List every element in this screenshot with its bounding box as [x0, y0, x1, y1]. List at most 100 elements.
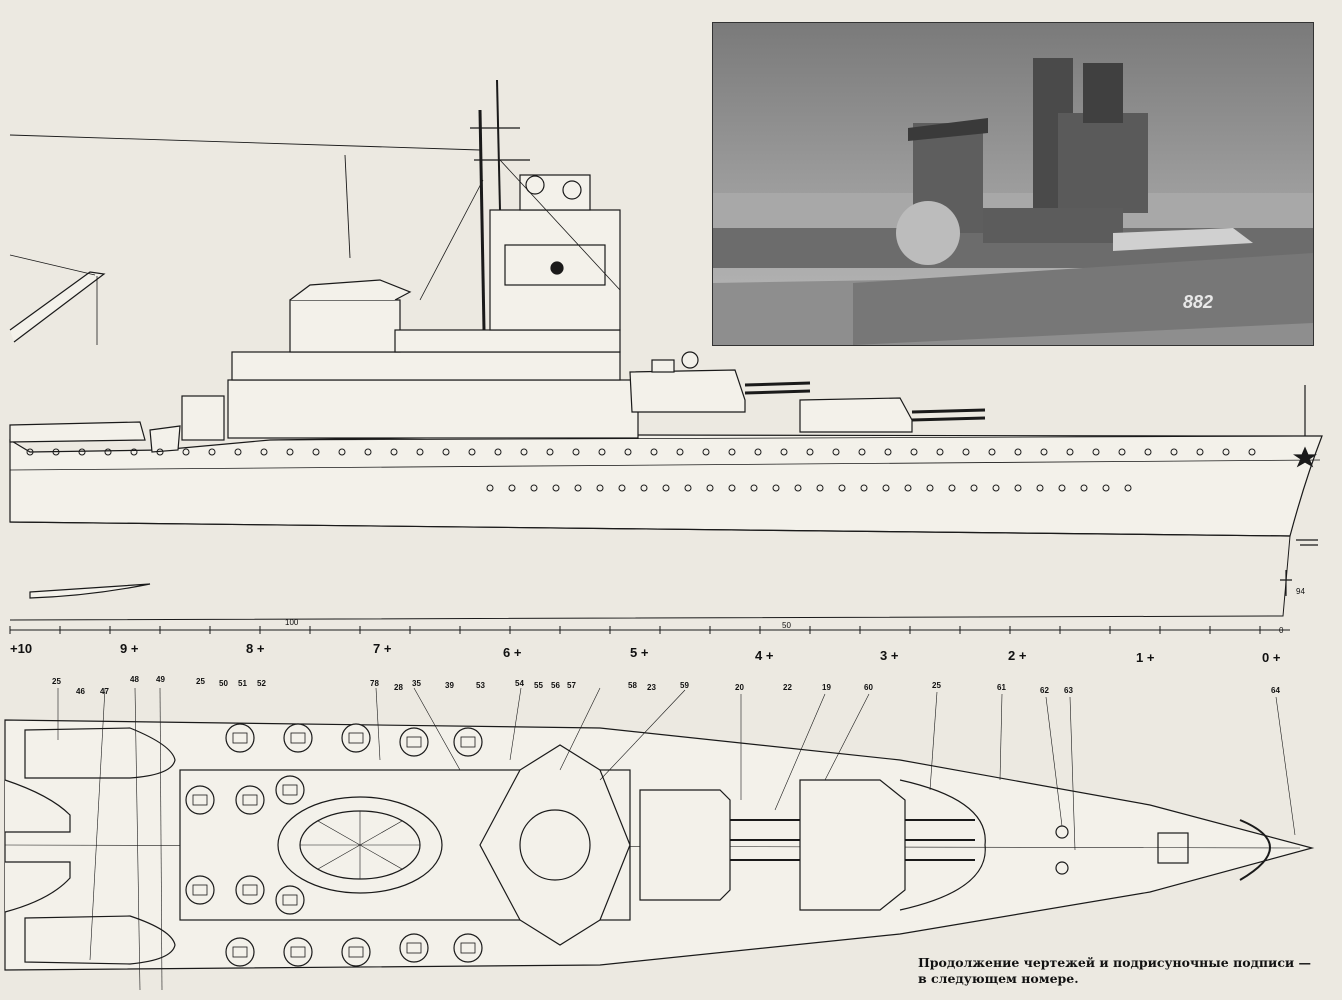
porthole	[728, 448, 736, 456]
aa-gun	[460, 942, 476, 954]
porthole	[530, 484, 538, 492]
callout-59: 59	[680, 681, 689, 690]
porthole	[1036, 484, 1044, 492]
aa-mount	[185, 785, 215, 815]
porthole	[574, 484, 582, 492]
porthole	[1248, 448, 1256, 456]
station-7: 7 +	[373, 641, 392, 656]
aa-gun	[242, 884, 258, 896]
station-2: 2 +	[1008, 648, 1027, 663]
porthole	[26, 448, 34, 456]
photo-hull-number: 882	[1183, 292, 1213, 312]
callout-19: 19	[822, 683, 831, 692]
porthole	[234, 448, 242, 456]
portholes	[26, 448, 1256, 492]
aa-mount	[399, 727, 429, 757]
caption-line-2: в следующем номере.	[918, 971, 1079, 986]
aa-mount	[225, 937, 255, 967]
porthole	[208, 448, 216, 456]
callout-25c: 25	[932, 681, 941, 690]
porthole	[702, 448, 710, 456]
porthole	[750, 484, 758, 492]
boat-port	[24, 727, 176, 779]
ship-photo: 882	[712, 22, 1314, 346]
bridge-plan	[479, 744, 631, 946]
porthole	[552, 484, 560, 492]
callout-49: 49	[156, 675, 165, 684]
aa-gun	[232, 732, 248, 744]
aa-mount	[185, 875, 215, 905]
porthole	[772, 484, 780, 492]
porthole	[572, 448, 580, 456]
aa-gun	[290, 732, 306, 744]
porthole	[130, 448, 138, 456]
station-1: 1 +	[1136, 650, 1155, 665]
porthole	[962, 448, 970, 456]
aa-mount	[275, 885, 305, 915]
callout-39: 39	[445, 681, 454, 690]
porthole	[992, 484, 1000, 492]
porthole	[1014, 448, 1022, 456]
turret-1-plan	[799, 779, 906, 911]
aa-gun	[232, 946, 248, 958]
scale-tick-0: 0	[1279, 626, 1284, 635]
side-profile	[9, 79, 1323, 621]
porthole	[794, 484, 802, 492]
boat-side-1	[9, 421, 146, 443]
callout-52: 52	[257, 679, 266, 688]
station-5: 5 +	[630, 645, 649, 660]
station-10: +10	[10, 641, 32, 656]
callout-56: 56	[551, 681, 560, 690]
aa-gun	[348, 732, 364, 744]
aa-mount	[235, 785, 265, 815]
callout-22: 22	[783, 683, 792, 692]
boat-starboard	[24, 915, 176, 965]
callout-23: 23	[647, 683, 656, 692]
porthole	[780, 448, 788, 456]
porthole	[910, 448, 918, 456]
porthole	[684, 484, 692, 492]
porthole	[624, 448, 632, 456]
callout-55: 55	[534, 681, 543, 690]
porthole	[78, 448, 86, 456]
porthole	[948, 484, 956, 492]
porthole	[882, 484, 890, 492]
superstructure-base	[227, 379, 639, 439]
porthole	[52, 448, 60, 456]
porthole	[860, 484, 868, 492]
callout-62: 62	[1040, 686, 1049, 695]
callout-58: 58	[628, 681, 637, 690]
aa-gun	[242, 794, 258, 806]
porthole	[260, 448, 268, 456]
callout-53: 53	[476, 681, 485, 690]
porthole	[1144, 448, 1152, 456]
aa-gun	[192, 884, 208, 896]
porthole	[1170, 448, 1178, 456]
caption: Продолжение чертежей и подрисуночные под…	[918, 955, 1328, 987]
porthole	[936, 448, 944, 456]
porthole	[390, 448, 398, 456]
rangefinder	[550, 261, 564, 275]
porthole	[832, 448, 840, 456]
porthole	[546, 448, 554, 456]
station-3: 3 +	[880, 648, 899, 663]
porthole	[676, 448, 684, 456]
porthole	[312, 448, 320, 456]
porthole	[706, 484, 714, 492]
porthole	[754, 448, 762, 456]
turret-2	[629, 369, 746, 413]
porthole	[1040, 448, 1048, 456]
aa-mount	[235, 875, 265, 905]
photo-illustration: 882	[713, 23, 1313, 345]
porthole	[486, 484, 494, 492]
callout-20: 20	[735, 683, 744, 692]
porthole	[640, 484, 648, 492]
aa-mount	[341, 723, 371, 753]
callout-47: 47	[100, 687, 109, 696]
station-6: 6 +	[503, 645, 522, 660]
aa-gun	[282, 894, 298, 906]
mast	[478, 109, 486, 331]
porthole	[1118, 448, 1126, 456]
porthole	[364, 448, 372, 456]
